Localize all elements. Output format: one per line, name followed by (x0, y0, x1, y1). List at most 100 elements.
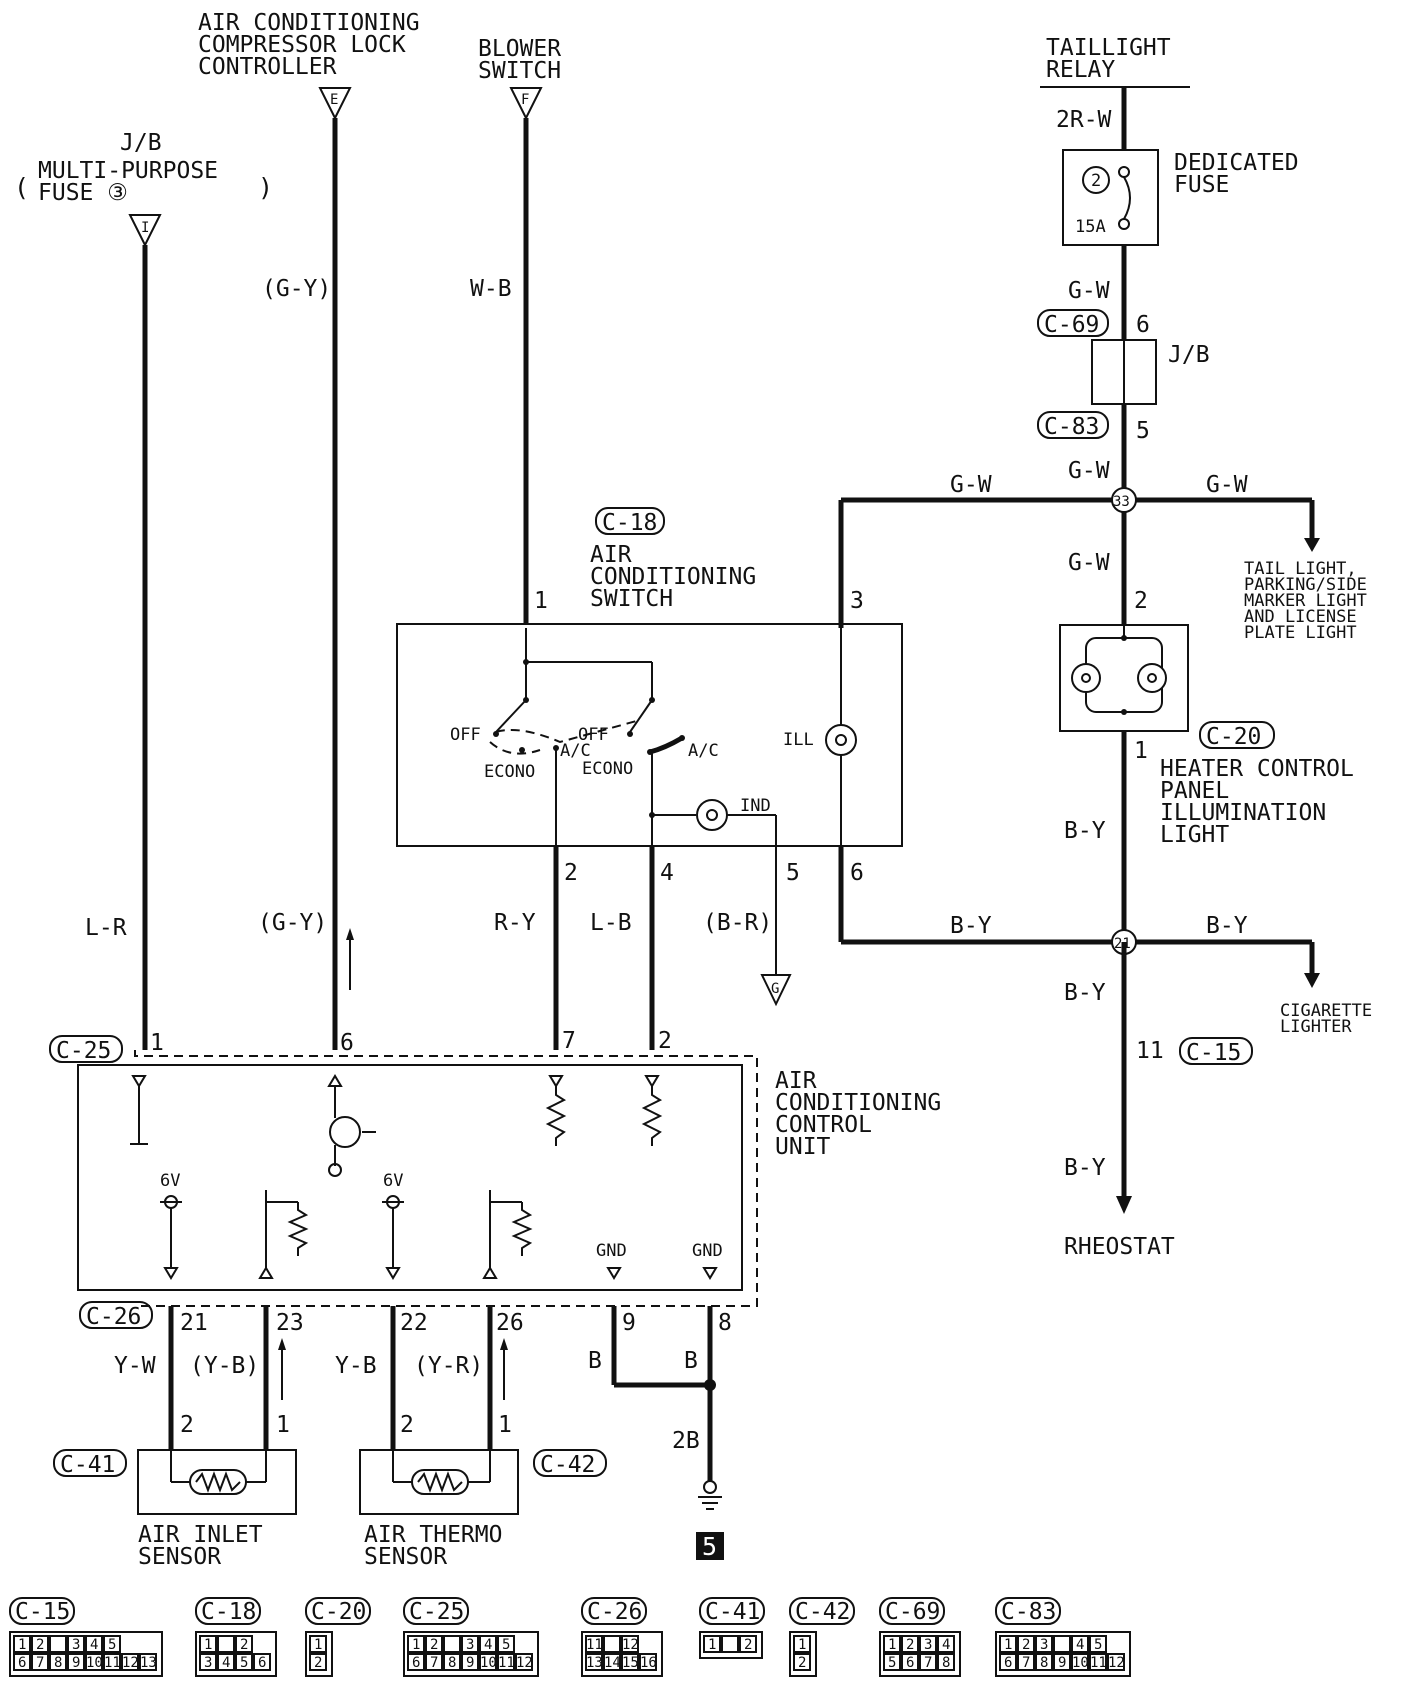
svg-text:B: B (684, 1348, 698, 1374)
legend-pin-number: 10 (1072, 1655, 1089, 1671)
svg-text:MULTI-PURPOSE: MULTI-PURPOSE (38, 158, 218, 184)
legend-pin-number: 5 (108, 1637, 116, 1653)
ground-g-terminal (760, 974, 792, 1007)
legend-pin-cell (901, 1635, 919, 1653)
legend-pin-number: 3 (1040, 1637, 1048, 1653)
svg-text:23: 23 (276, 1310, 304, 1336)
wire-label-l-r: L-R (85, 915, 127, 941)
wire-label-r-y: R-Y (494, 910, 536, 936)
legend-pin-cell (67, 1635, 85, 1653)
legend-pin-number: 5 (888, 1655, 896, 1671)
svg-text:CONTROL: CONTROL (775, 1112, 872, 1138)
legend-pin-number: 15 (622, 1655, 639, 1671)
svg-text:1: 1 (534, 588, 548, 614)
svg-text:1: 1 (498, 1412, 512, 1438)
svg-text:UNIT: UNIT (775, 1134, 831, 1160)
legend-pin-cell (253, 1653, 271, 1671)
legend-pin-cell (919, 1653, 937, 1671)
svg-text:IND: IND (740, 796, 771, 816)
legend-pin-cell (461, 1653, 479, 1671)
legend-pin-cell (1017, 1635, 1035, 1653)
legend-pin-cell (639, 1653, 657, 1671)
svg-text:J/B: J/B (120, 130, 162, 156)
svg-text:BLOWER: BLOWER (478, 36, 561, 62)
legend-pin-number: 9 (72, 1655, 80, 1671)
legend-pin-cell (49, 1653, 67, 1671)
svg-text:A/C: A/C (688, 741, 719, 761)
legend-pin-number: 1 (708, 1637, 716, 1653)
svg-text:1: 1 (276, 1412, 290, 1438)
svg-text:OFF: OFF (450, 725, 481, 745)
legend-tag: C-42 (795, 1599, 850, 1625)
legend-pin-number: 11 (586, 1637, 603, 1653)
legend-pin-number: 4 (222, 1655, 230, 1671)
svg-text:(Y-B): (Y-B) (190, 1353, 259, 1379)
legend-pin-number: 1 (888, 1637, 896, 1653)
svg-text:TAILLIGHT: TAILLIGHT (1046, 35, 1171, 61)
svg-text:(Y-R): (Y-R) (414, 1353, 483, 1379)
svg-text:B-Y: B-Y (1064, 980, 1106, 1006)
legend-pin-cell (1035, 1635, 1053, 1653)
svg-text:B-Y: B-Y (1064, 1155, 1106, 1181)
svg-text:6: 6 (340, 1030, 354, 1056)
svg-text:8: 8 (718, 1310, 732, 1336)
legend-pin-cell (31, 1653, 49, 1671)
svg-text:2: 2 (658, 1028, 672, 1054)
svg-text:AIR: AIR (590, 542, 632, 568)
wire-label-b-r: (B-R) (703, 910, 772, 936)
svg-text:2: 2 (564, 860, 578, 886)
svg-text:2B: 2B (672, 1428, 700, 1454)
legend-tag: C-26 (587, 1599, 642, 1625)
legend-pin-cell (407, 1635, 425, 1653)
legend-pin-number: 2 (314, 1655, 322, 1671)
legend-tag: C-25 (409, 1599, 464, 1625)
legend-pin-cell (999, 1653, 1017, 1671)
legend-pin-cell (497, 1635, 515, 1653)
legend-pin-cell (585, 1653, 603, 1671)
legend-pin-cell (497, 1653, 515, 1671)
jb-junction-block: J/B (1091, 339, 1210, 405)
svg-text:PANEL: PANEL (1160, 778, 1229, 804)
legend-pin-cell (67, 1653, 85, 1671)
svg-text:C-20: C-20 (1206, 724, 1261, 750)
legend-tag: C-18 (201, 1599, 256, 1625)
svg-text:G-W: G-W (950, 472, 992, 498)
legend-pin-cell (309, 1653, 327, 1671)
svg-text:I: I (141, 220, 149, 236)
ground-point-5 (696, 1532, 724, 1560)
legend-pin-cell (309, 1635, 327, 1653)
svg-text:C-42: C-42 (540, 1452, 595, 1478)
svg-text:SWITCH: SWITCH (590, 586, 673, 612)
svg-text:33: 33 (1113, 494, 1130, 510)
legend-pin-cell (721, 1635, 739, 1653)
legend-pin-cell (1071, 1653, 1089, 1671)
air-conditioning-switch: C-18 AIR CONDITIONING SWITCH OFF OFF A/C… (396, 507, 903, 847)
svg-text:6: 6 (850, 860, 864, 886)
legend-pin-cell (461, 1635, 479, 1653)
legend-pin-cell (31, 1635, 49, 1653)
svg-text:ILL: ILL (783, 730, 814, 750)
legend-pin-number: 4 (942, 1637, 950, 1653)
legend-pin-cell (479, 1635, 497, 1653)
svg-text:SWITCH: SWITCH (478, 58, 561, 84)
legend-pin-cell (49, 1635, 67, 1653)
svg-text:B: B (588, 1348, 602, 1374)
svg-text:LIGHTER: LIGHTER (1280, 1017, 1352, 1037)
legend-pin-cell (999, 1635, 1017, 1653)
legend-tag: C-20 (311, 1599, 366, 1625)
svg-text:5: 5 (786, 860, 800, 886)
legend-pin-number: 4 (1076, 1637, 1084, 1653)
legend-pin-number: 7 (430, 1655, 438, 1671)
svg-text:6: 6 (1136, 312, 1150, 338)
legend-pin-cell (1017, 1653, 1035, 1671)
svg-text:B-Y: B-Y (950, 913, 992, 939)
legend-pin-cell (703, 1635, 721, 1653)
svg-text:FUSE ③: FUSE ③ (38, 180, 128, 206)
svg-text:22: 22 (400, 1310, 428, 1336)
legend-pin-cell (425, 1653, 443, 1671)
svg-text:5: 5 (1136, 418, 1150, 444)
legend-pin-number: 7 (36, 1655, 44, 1671)
